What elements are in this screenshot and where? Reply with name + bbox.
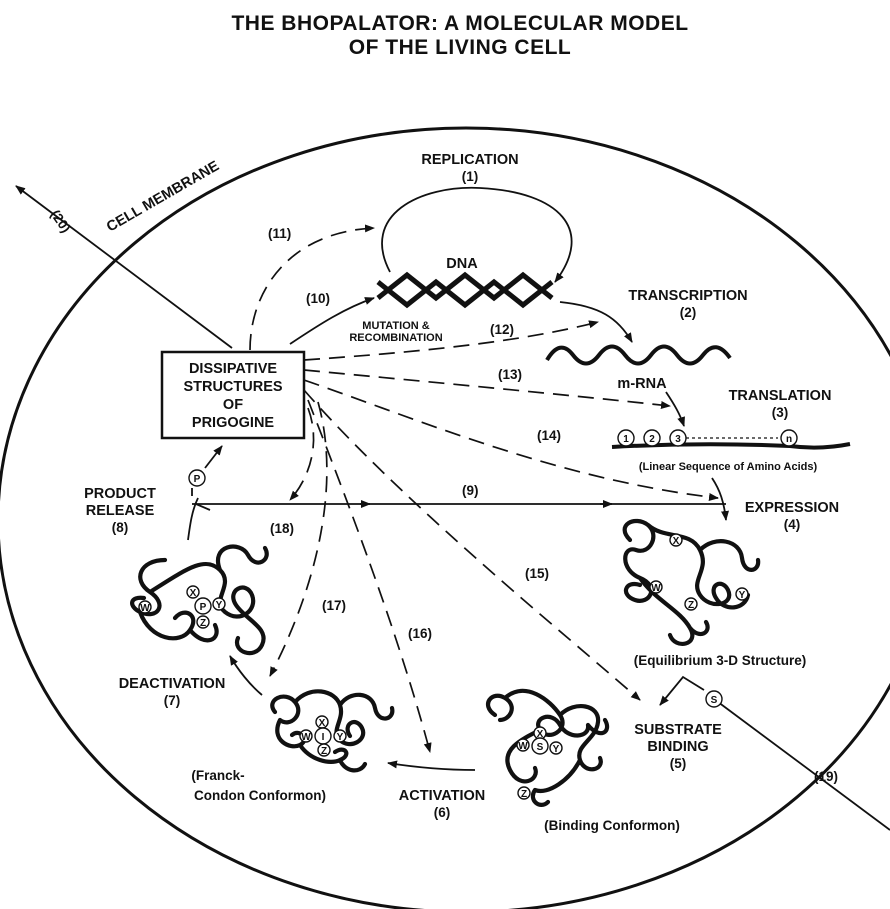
product-release-label-line1: PRODUCT	[84, 486, 156, 502]
pathway-20-label: (20)	[48, 207, 74, 235]
protein-binding-conformon: X W S Y Z	[488, 691, 607, 805]
deactivation-label: DEACTIVATION	[119, 676, 226, 692]
svg-text:2: 2	[649, 434, 655, 445]
mutation-label-line1: MUTATION &	[362, 320, 429, 332]
pathway-19-label: (19)	[814, 769, 838, 784]
svg-text:Y: Y	[739, 590, 746, 601]
svg-text:n: n	[786, 434, 792, 445]
svg-text:Z: Z	[321, 746, 327, 757]
dna-strand-a	[378, 275, 552, 298]
transcription-label: TRANSCRIPTION	[628, 288, 747, 304]
mutation-label-line2: RECOMBINATION	[349, 332, 442, 344]
svg-text:W: W	[518, 741, 528, 752]
mrna-strand	[547, 347, 730, 364]
substrate-binding-number: (5)	[670, 756, 687, 771]
svg-text:I: I	[322, 732, 325, 743]
pathway-18-label: (18)	[270, 521, 294, 536]
substrate-binding-label-line2: BINDING	[647, 739, 708, 755]
substrate-binding-label-line1: SUBSTRATE	[634, 722, 722, 738]
product-release-number: (8)	[112, 520, 129, 535]
replication-number: (1)	[462, 169, 479, 184]
transcription-number: (2)	[680, 305, 697, 320]
svg-text:Z: Z	[688, 600, 694, 611]
translation-label: TRANSLATION	[729, 388, 832, 404]
box-line2: STRUCTURES	[183, 379, 282, 395]
diagram-title-line1: THE BHOPALATOR: A MOLECULAR MODEL	[231, 12, 688, 35]
dna-label: DNA	[446, 256, 478, 272]
activation-label: ACTIVATION	[399, 788, 485, 804]
pathway-19-line	[714, 699, 890, 830]
svg-text:W: W	[140, 603, 150, 614]
protein-equilibrium: X W Z Y	[625, 521, 759, 644]
pathway-15-label: (15)	[525, 566, 549, 581]
pathway-13-label: (13)	[498, 367, 522, 382]
substrate-s-letter: S	[711, 695, 718, 706]
deactivation-number: (7)	[164, 693, 181, 708]
pathway-11-label: (11)	[268, 226, 291, 241]
protein-product-release: W X P Y Z	[132, 547, 267, 654]
svg-text:S: S	[537, 742, 544, 753]
protein-franck-condon-conformon: X W I Y Z	[272, 691, 392, 770]
pathway-9-label: (9)	[462, 483, 479, 498]
activation-arrow	[388, 763, 475, 770]
svg-text:X: X	[190, 588, 197, 599]
pathway-16-label: (16)	[408, 626, 432, 641]
amino-node-n: n	[781, 430, 797, 446]
expression-label: EXPRESSION	[745, 500, 839, 516]
mrna-label: m-RNA	[617, 376, 667, 392]
svg-text:P: P	[200, 602, 207, 613]
svg-text:1: 1	[623, 434, 629, 445]
svg-text:X: X	[673, 536, 680, 547]
svg-text:Z: Z	[521, 789, 527, 800]
pathway-10-label: (10)	[306, 291, 330, 306]
transcription-arrow	[560, 302, 632, 342]
pathway-17-label: (17)	[322, 598, 346, 613]
box-line1: DISSIPATIVE	[189, 361, 277, 377]
cell-membrane-label: CELL MEMBRANE	[104, 158, 222, 236]
pathway-12-label: (12)	[490, 322, 514, 337]
equilibrium-caption: (Equilibrium 3-D Structure)	[634, 653, 807, 668]
box-line3: OF	[223, 397, 243, 413]
expression-number: (4)	[784, 517, 801, 532]
activation-number: (6)	[434, 805, 451, 820]
amino-acid-caption: (Linear Sequence of Amino Acids)	[639, 461, 818, 473]
translation-arrow	[666, 392, 684, 426]
pathway-14-label: (14)	[537, 428, 561, 443]
pathway-15-arrow	[304, 390, 640, 700]
dna-strand-b	[378, 282, 552, 305]
product-to-box-arrow	[205, 446, 222, 468]
amino-node-3: 3	[670, 430, 686, 446]
svg-text:Y: Y	[216, 600, 223, 611]
amino-node-1: 1	[618, 430, 634, 446]
svg-text:W: W	[651, 583, 661, 594]
svg-text:Y: Y	[553, 744, 560, 755]
deactivation-arrow	[230, 656, 262, 695]
pathway-17-arrow	[270, 402, 327, 676]
svg-text:W: W	[301, 732, 311, 743]
expression-arrow	[712, 478, 726, 520]
diagram-title-line2: OF THE LIVING CELL	[349, 36, 572, 59]
franck-condon-caption-line2: Condon Conformon)	[194, 788, 326, 803]
replication-label: REPLICATION	[421, 152, 518, 168]
substrate-entry-arrow	[660, 677, 704, 705]
amino-node-2: 2	[644, 430, 660, 446]
pathway-12-arrow	[304, 322, 598, 360]
product-release-label-line2: RELEASE	[86, 503, 155, 519]
svg-text:Y: Y	[337, 732, 344, 743]
svg-text:3: 3	[675, 434, 681, 445]
translation-number: (3)	[772, 405, 789, 420]
svg-text:Z: Z	[200, 618, 206, 629]
pathway-13-arrow	[304, 370, 670, 406]
product-p-letter: P	[194, 474, 201, 485]
franck-condon-caption-line1: (Franck-	[191, 768, 244, 783]
binding-conformon-caption: (Binding Conformon)	[544, 818, 680, 833]
box-line4: PRIGOGINE	[192, 415, 275, 431]
